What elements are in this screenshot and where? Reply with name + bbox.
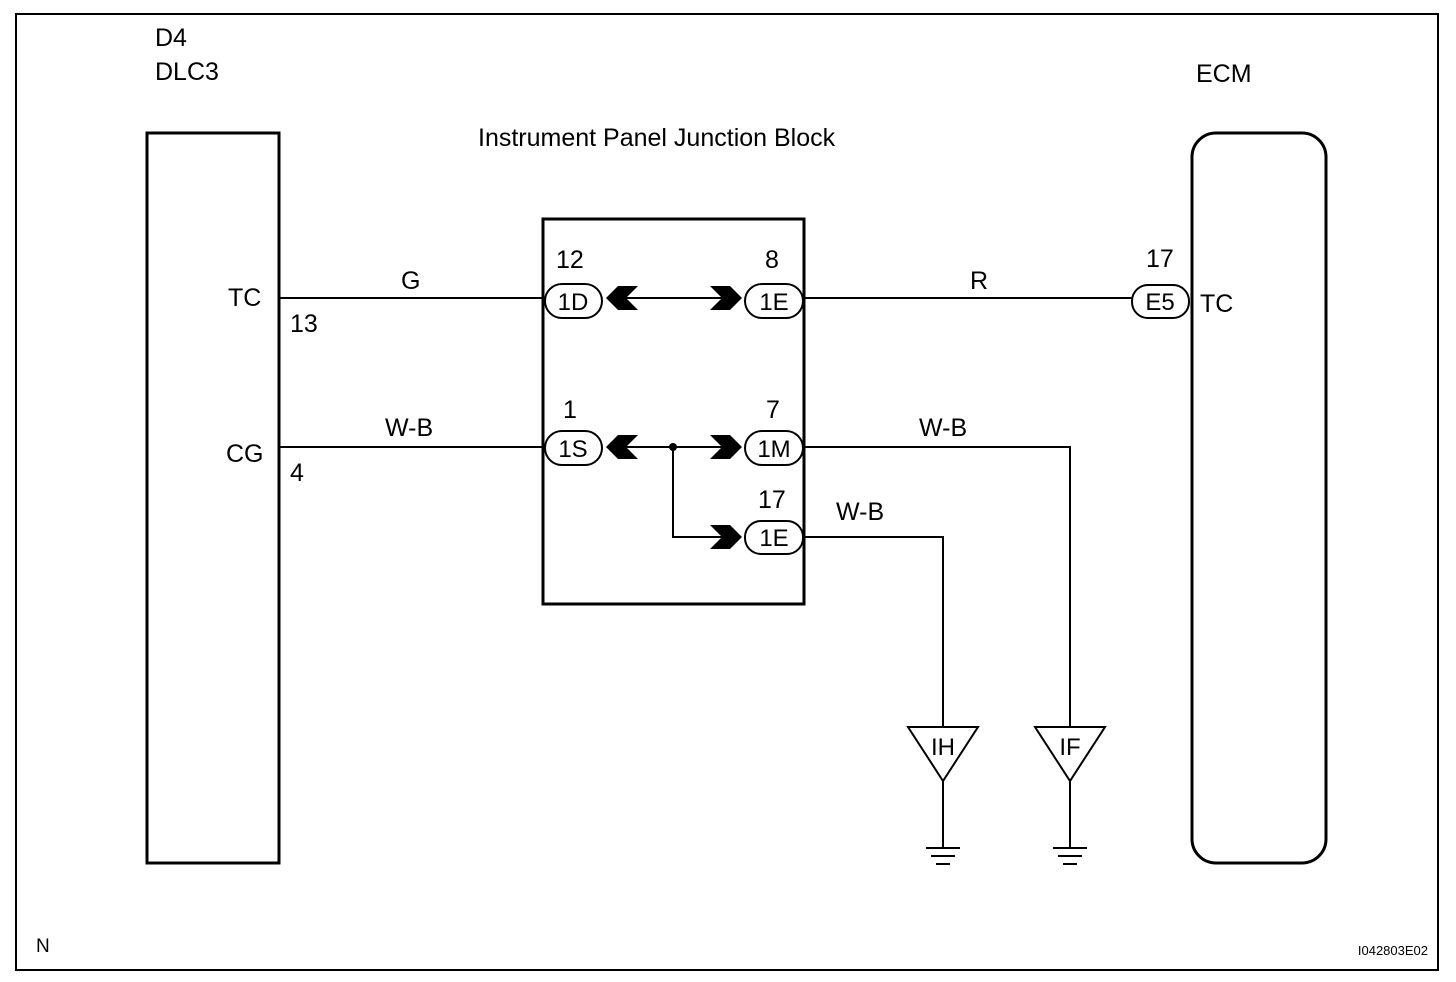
figure-code: I042803E02 [1358,943,1428,958]
ground-ih-symbol-icon [926,847,960,865]
connector-1e-top-oval [744,283,804,319]
dlc3-pin-tc-number: 13 [290,310,318,338]
wire-cg-right-color: W-B [919,414,967,442]
terminal-1s-arrow-icon [606,435,638,459]
connector-1e-top-pin: 8 [765,246,779,274]
dlc3-ref: D4 [155,24,187,52]
dlc3-pin-cg-number: 4 [290,459,304,487]
connector-1m-pin: 7 [766,396,780,424]
terminal-1m-arrow-icon [710,435,742,459]
connector-1d-oval [544,283,603,319]
ground-ih-label: IH [931,734,955,761]
ecm-pin-label: TC [1200,290,1233,318]
ground-point-ih-icon [906,726,980,783]
ecm-name: ECM [1196,60,1252,88]
wire-cg-right [803,446,1071,727]
dlc3-name: DLC3 [155,58,219,86]
terminal-1e-arrow-icon [710,286,742,310]
connector-1e-top-id: 1E [759,289,788,316]
wire-tc-right-color: R [970,267,988,295]
connector-1d-pin: 12 [556,246,584,274]
connector-1s-pin: 1 [563,396,577,424]
connector-e5-oval [1131,284,1190,319]
wire-ground-branch [803,536,944,727]
junction-block-body [541,217,806,606]
terminal-1e-bottom-arrow-icon [710,525,742,549]
connector-1s-id: 1S [558,436,587,463]
ground-if-symbol-icon [1053,847,1087,865]
ground-point-if-icon [1033,726,1107,783]
ecm-body [1190,131,1328,865]
jb-internal-branch-wire [672,447,722,538]
footer-left-mark: N [36,936,50,957]
wire-ground-branch-color: W-B [836,498,884,526]
diagram-frame [15,13,1439,971]
dlc3-pin-tc-label: TC [228,284,261,312]
connector-1s-oval [544,430,603,466]
wire-tc-left-color: G [401,267,420,295]
dlc3-pin-cg-label: CG [226,440,264,468]
connector-1d-id: 1D [558,289,589,316]
ecm-pin-number: 17 [1146,245,1174,273]
connector-e5-id: E5 [1145,289,1174,316]
junction-block-title: Instrument Panel Junction Block [478,124,836,152]
connector-1m-id: 1M [757,436,790,463]
wire-cg-left-color: W-B [385,414,433,442]
connector-1e-bottom-pin: 17 [758,486,786,514]
connector-1e-bottom-id: 1E [759,525,788,552]
dlc3-connector-body [145,131,281,865]
terminal-1d-arrow-icon [606,286,638,310]
ground-if-label: IF [1059,734,1080,761]
